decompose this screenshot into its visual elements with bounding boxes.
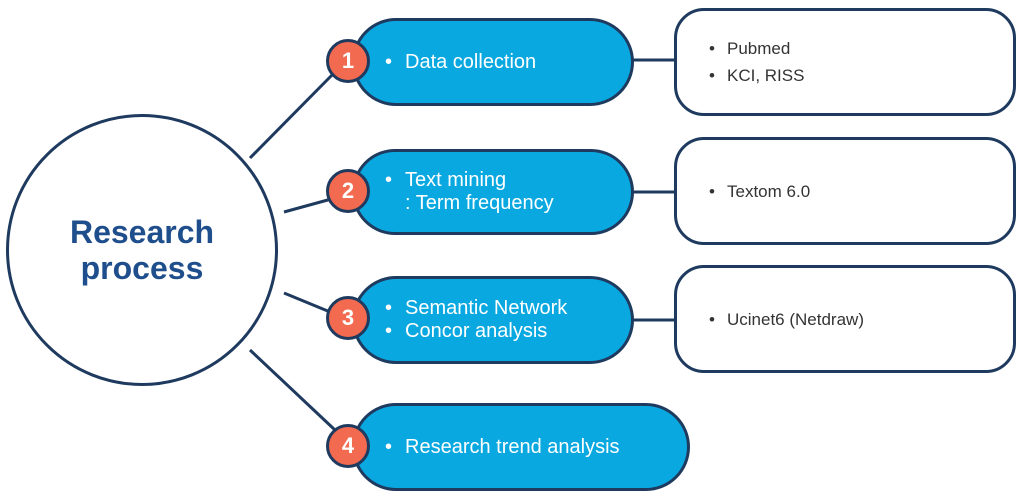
detail-3-item: Ucinet6 (Netdraw)	[709, 306, 864, 333]
step-2-pill: Text mining : Term frequency	[352, 149, 634, 235]
step-4-item: Research trend analysis	[385, 436, 620, 459]
step-2-items: Text mining : Term frequency	[355, 169, 554, 215]
step-3-badge: 3	[326, 296, 370, 340]
step-2-item: Text mining	[385, 169, 554, 192]
detail-2-item: Textom 6.0	[709, 178, 810, 205]
detail-1-item: KCI, RISS	[709, 62, 805, 89]
detail-1-item: Pubmed	[709, 35, 804, 62]
step-3-item: Semantic Network	[385, 297, 567, 320]
step-3-item: Concor analysis	[385, 320, 567, 343]
step-4-items: Research trend analysis	[355, 436, 620, 459]
step-1-item: Data collection	[385, 51, 536, 74]
detail-3-items: Ucinet6 (Netdraw)	[677, 306, 864, 333]
step-4-badge: 4	[326, 424, 370, 468]
research-process-circle: Research process	[6, 114, 278, 386]
step-1-items: Data collection	[355, 51, 536, 74]
connector-center-step-2	[283, 196, 336, 214]
step-3-pill: Semantic Network Concor analysis	[352, 276, 634, 364]
connector-center-step-4	[248, 348, 337, 432]
step-1-badge: 1	[326, 39, 370, 83]
step-2-item-cont: : Term frequency	[405, 192, 554, 214]
step-4-pill: Research trend analysis	[352, 403, 690, 491]
connector-center-step-1	[248, 70, 337, 160]
detail-1-items: Pubmed KCI, RISS	[677, 35, 805, 89]
step-1-pill: Data collection	[352, 18, 634, 106]
detail-box-3: Ucinet6 (Netdraw)	[674, 265, 1016, 373]
step-3-items: Semantic Network Concor analysis	[355, 297, 567, 343]
detail-box-2: Textom 6.0	[674, 137, 1016, 245]
detail-2-items: Textom 6.0	[677, 178, 810, 205]
center-title: Research process	[69, 214, 215, 286]
step-2-badge: 2	[326, 169, 370, 213]
detail-box-1: Pubmed KCI, RISS	[674, 8, 1016, 116]
